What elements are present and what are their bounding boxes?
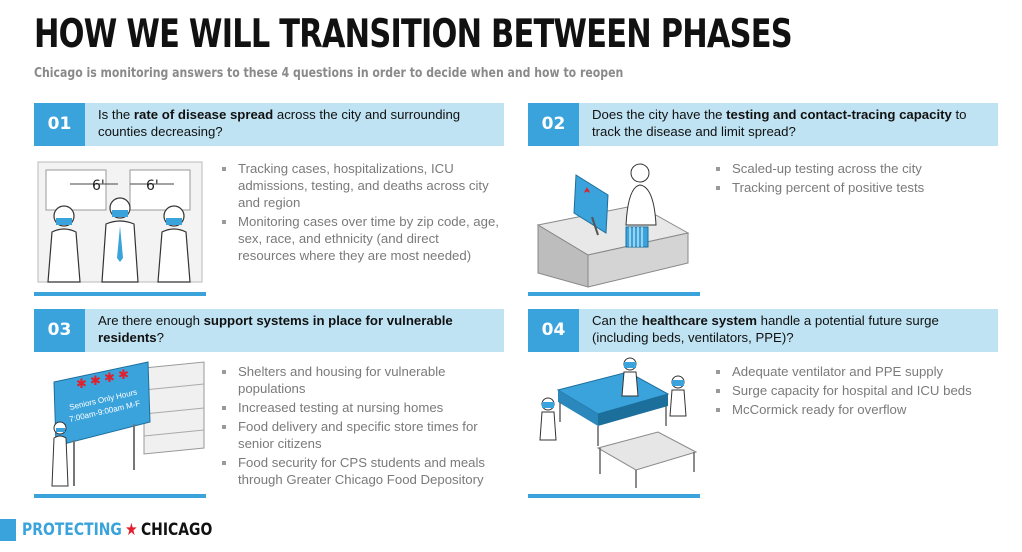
sign-star-icon: ✱ <box>90 374 101 389</box>
list-item: Increased testing at nursing homes <box>218 399 500 416</box>
question-4-bar: 04 Can the healthcare system handle a po… <box>528 309 998 352</box>
question-1-bullets: Tracking cases, hospitalizations, ICU ad… <box>218 160 500 266</box>
question-4-divider <box>528 494 700 498</box>
question-1-divider <box>34 292 206 296</box>
list-item: Shelters and housing for vulnerable popu… <box>218 363 500 397</box>
question-1-number: 01 <box>34 103 85 146</box>
question-2-text: Does the city have the testing and conta… <box>592 107 967 139</box>
question-1-text: Is the rate of disease spread across the… <box>98 107 461 139</box>
list-item: McCormick ready for overflow <box>712 401 994 418</box>
distance-label-1: 6' <box>92 178 105 194</box>
contact-tracer-illustration <box>536 163 690 288</box>
chicago-star-icon: ★ <box>125 520 138 540</box>
question-2-number: 02 <box>528 103 579 146</box>
page-subtitle: Chicago is monitoring answers to these 4… <box>34 66 624 81</box>
question-4-bullets: Adequate ventilator and PPE supply Surge… <box>712 363 994 420</box>
question-2-bullets: Scaled-up testing across the city Tracki… <box>712 160 994 198</box>
list-item: Food delivery and specific store times f… <box>218 418 500 452</box>
protecting-chicago-logo: PROTECTING★CHICAGO <box>22 520 213 540</box>
list-item: Monitoring cases over time by zip code, … <box>218 213 500 264</box>
question-4-text: Can the healthcare system handle a poten… <box>592 313 939 345</box>
question-4-number: 04 <box>528 309 579 352</box>
question-2-divider <box>528 292 700 296</box>
question-3-bar: 03 Are there enough support systems in p… <box>34 309 504 352</box>
list-item: Adequate ventilator and PPE supply <box>712 363 994 380</box>
senior-hours-illustration: ✱✱ ✱✱ Seniors Only Hours 7:00am-9:00am M… <box>51 361 205 487</box>
sign-star-icon: ✱ <box>104 371 115 386</box>
footer-accent-bar <box>0 519 16 541</box>
question-2-bar: 02 Does the city have the testing and co… <box>528 103 998 146</box>
list-item: Tracking cases, hospitalizations, ICU ad… <box>218 160 500 211</box>
question-3-divider <box>34 494 206 498</box>
list-item: Food security for CPS students and meals… <box>218 454 500 488</box>
list-item: Surge capacity for hospital and ICU beds <box>712 382 994 399</box>
sign-star-icon: ✱ <box>118 368 129 383</box>
distance-label-2: 6' <box>146 178 159 194</box>
list-item: Scaled-up testing across the city <box>712 160 994 177</box>
question-3-number: 03 <box>34 309 85 352</box>
hospital-beds-illustration <box>539 357 698 488</box>
question-3-text: Are there enough support systems in plac… <box>98 313 453 345</box>
list-item: Tracking percent of positive tests <box>712 179 994 196</box>
question-3-bullets: Shelters and housing for vulnerable popu… <box>218 363 500 490</box>
page-title: HOW WE WILL TRANSITION BETWEEN PHASES <box>34 12 793 57</box>
question-1-bar: 01 Is the rate of disease spread across … <box>34 103 504 146</box>
social-distancing-illustration: 6' 6' <box>37 161 203 283</box>
sign-star-icon: ✱ <box>76 377 87 392</box>
